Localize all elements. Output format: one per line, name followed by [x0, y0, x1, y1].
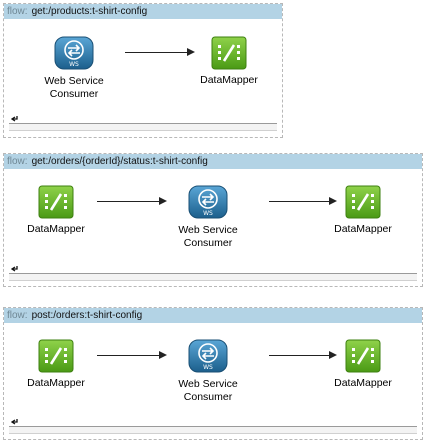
datamapper-icon: [211, 36, 247, 70]
flow-arrow: [269, 351, 337, 361]
datamapper-node[interactable]: DataMapper: [11, 185, 101, 236]
ws-icon-text: WS: [203, 210, 213, 217]
web-service-consumer-node[interactable]: WS Web Service Consumer: [163, 338, 253, 404]
flow-arrow: [269, 197, 337, 207]
flow-name-label: get:/products:t-shirt-config: [31, 6, 148, 17]
flow-header[interactable]: flow:post:/orders:t-shirt-config: [4, 308, 422, 323]
flow-footer-bar: [9, 426, 417, 434]
node-label: Web Service Consumer: [44, 75, 104, 100]
collapse-toggle-icon[interactable]: [11, 417, 20, 426]
web-service-consumer-node[interactable]: WS Web Service Consumer: [163, 184, 253, 250]
datamapper-icon: [345, 185, 381, 219]
web-service-consumer-node[interactable]: WS Web Service Consumer: [29, 35, 119, 101]
node-label: DataMapper: [27, 377, 85, 389]
datamapper-node[interactable]: DataMapper: [318, 185, 408, 236]
collapse-toggle-icon[interactable]: [11, 114, 20, 123]
flow-header[interactable]: flow:get:/orders/{orderId}/status:t-shir…: [4, 154, 422, 169]
datamapper-node[interactable]: DataMapper: [184, 36, 274, 87]
collapse-toggle-icon[interactable]: [11, 264, 20, 273]
flow-arrow: [97, 197, 167, 207]
datamapper-icon: [38, 185, 74, 219]
node-label: DataMapper: [334, 377, 392, 389]
flow-footer-bar: [9, 123, 277, 131]
flow-name-label: get:/orders/{orderId}/status:t-shirt-con…: [31, 156, 208, 167]
datamapper-node[interactable]: DataMapper: [318, 339, 408, 390]
flow-arrow: [125, 48, 195, 58]
datamapper-node[interactable]: DataMapper: [11, 339, 101, 390]
datamapper-icon: [38, 339, 74, 373]
node-label: Web Service Consumer: [178, 224, 238, 249]
web-service-consumer-icon: WS: [54, 36, 94, 70]
flow-order-status[interactable]: flow:get:/orders/{orderId}/status:t-shir…: [3, 153, 423, 287]
datamapper-icon: [345, 339, 381, 373]
node-label: Web Service Consumer: [178, 378, 238, 403]
node-label: DataMapper: [200, 74, 258, 86]
flow-products[interactable]: flow:get:/products:t-shirt-config WS Web…: [3, 3, 283, 138]
ws-icon-text: WS: [203, 364, 213, 371]
flow-name-label: post:/orders:t-shirt-config: [31, 310, 143, 321]
web-service-consumer-icon: WS: [188, 339, 228, 373]
flow-header[interactable]: flow:get:/products:t-shirt-config: [4, 4, 282, 19]
flow-prefix-label: flow:: [7, 156, 28, 167]
node-label: DataMapper: [27, 223, 85, 235]
flow-prefix-label: flow:: [7, 6, 28, 17]
ws-icon-text: WS: [69, 61, 79, 68]
flow-prefix-label: flow:: [7, 310, 28, 321]
flow-footer-bar: [9, 273, 417, 281]
flow-post-orders[interactable]: flow:post:/orders:t-shirt-config DataMap…: [3, 307, 423, 440]
flow-arrow: [97, 351, 167, 361]
node-label: DataMapper: [334, 223, 392, 235]
web-service-consumer-icon: WS: [188, 185, 228, 219]
